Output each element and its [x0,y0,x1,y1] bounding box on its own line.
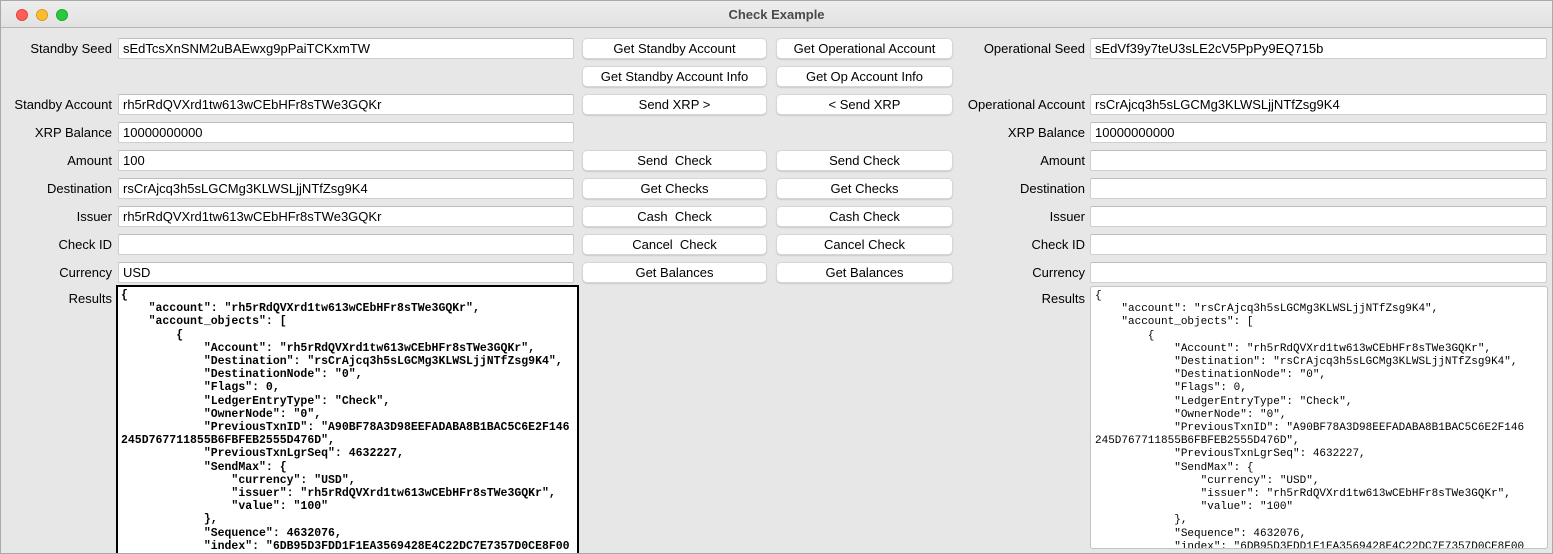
cash-check-operational-button[interactable]: Cash Check [776,206,953,227]
standby-currency-input[interactable] [118,262,574,283]
close-button[interactable] [16,8,28,21]
standby-account-label: Standby Account [14,97,112,112]
operational-amount-label: Amount [1040,153,1085,168]
standby-results-textarea[interactable]: { "account": "rh5rRdQVXrd1tw613wCEbHFr8s… [116,285,579,553]
window-title: Check Example [728,7,825,22]
zoom-button[interactable] [56,8,68,21]
standby-results-label: Results [68,291,112,306]
operational-results-textarea[interactable]: { "account": "rsCrAjcq3h5sLGCMg3KLWSLjjN… [1090,286,1548,549]
operational-check-id-label: Check ID [1031,237,1085,252]
operational-account-input[interactable] [1090,94,1547,115]
operational-xrp-balance-input[interactable] [1090,122,1547,143]
operational-currency-input[interactable] [1090,262,1547,283]
standby-destination-label: Destination [46,181,112,196]
get-checks-operational-button[interactable]: Get Checks [776,178,953,199]
send-xrp-standby-button[interactable]: Send XRP > [582,94,767,115]
standby-xrp-balance-input[interactable] [118,122,574,143]
operational-destination-label: Destination [1019,181,1085,196]
cash-check-standby-button[interactable]: Cash Check [582,206,767,227]
standby-seed-label: Standby Seed [30,41,112,56]
get-standby-account-info-button[interactable]: Get Standby Account Info [582,66,767,87]
titlebar: Check Example [1,1,1552,28]
operational-amount-input[interactable] [1090,150,1547,171]
standby-seed-input[interactable] [118,38,574,59]
traffic-lights [16,8,68,21]
standby-amount-input[interactable] [118,150,574,171]
cancel-check-standby-button[interactable]: Cancel Check [582,234,767,255]
get-standby-account-button[interactable]: Get Standby Account [582,38,767,59]
get-balances-operational-button[interactable]: Get Balances [776,262,953,283]
operational-seed-label: Operational Seed [983,41,1085,56]
get-op-account-info-button[interactable]: Get Op Account Info [776,66,953,87]
standby-destination-input[interactable] [118,178,574,199]
operational-seed-input[interactable] [1090,38,1547,59]
operational-issuer-input[interactable] [1090,206,1547,227]
cancel-check-operational-button[interactable]: Cancel Check [776,234,953,255]
standby-account-input[interactable] [118,94,574,115]
send-xrp-operational-button[interactable]: < Send XRP [776,94,953,115]
standby-amount-label: Amount [67,153,112,168]
standby-issuer-label: Issuer [76,209,112,224]
minimize-button[interactable] [36,8,48,21]
send-check-operational-button[interactable]: Send Check [776,150,953,171]
standby-issuer-input[interactable] [118,206,574,227]
operational-account-label: Operational Account [967,97,1085,112]
operational-xrp-balance-label: XRP Balance [1007,125,1085,140]
operational-currency-label: Currency [1032,265,1085,280]
content-area: Standby Seed Standby Account XRP Balance… [1,29,1552,553]
get-checks-standby-button[interactable]: Get Checks [582,178,767,199]
send-check-standby-button[interactable]: Send Check [582,150,767,171]
operational-issuer-label: Issuer [1049,209,1085,224]
operational-results-label: Results [1041,291,1085,306]
standby-xrp-balance-label: XRP Balance [34,125,112,140]
operational-check-id-input[interactable] [1090,234,1547,255]
standby-check-id-input[interactable] [118,234,574,255]
get-operational-account-button[interactable]: Get Operational Account [776,38,953,59]
operational-destination-input[interactable] [1090,178,1547,199]
standby-currency-label: Currency [59,265,112,280]
standby-check-id-label: Check ID [58,237,112,252]
get-balances-standby-button[interactable]: Get Balances [582,262,767,283]
